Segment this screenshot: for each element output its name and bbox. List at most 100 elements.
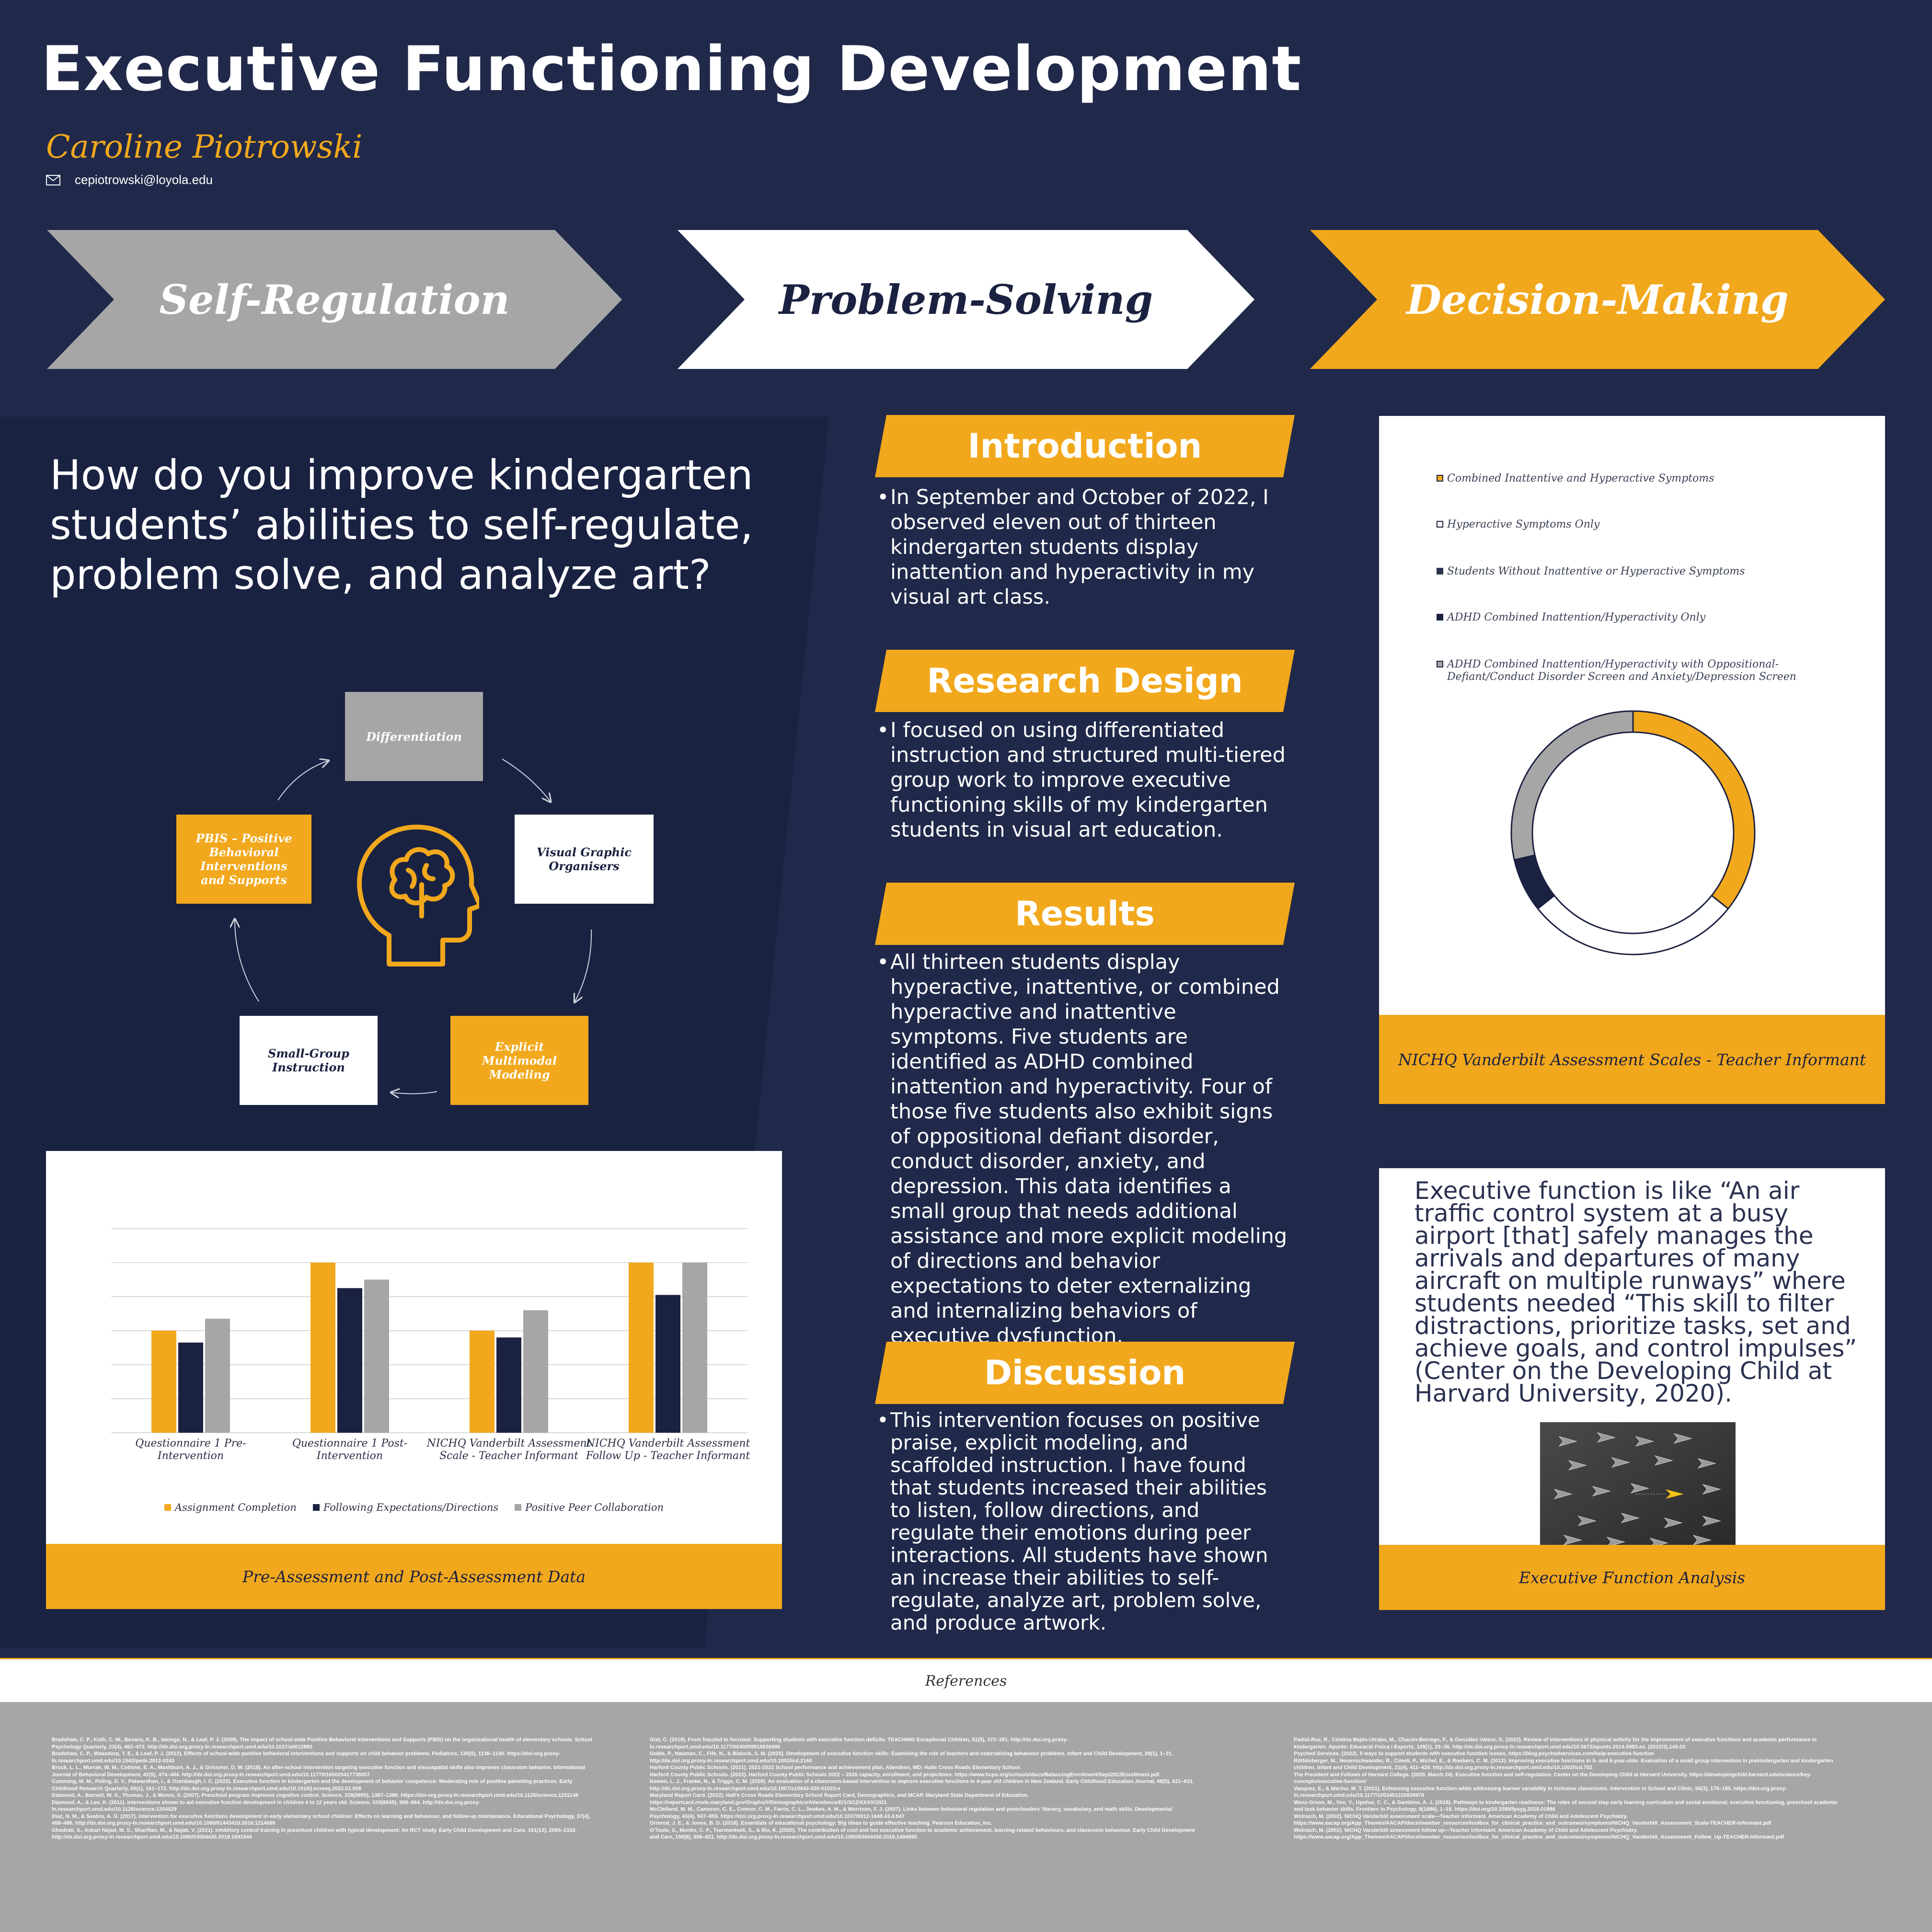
donut-chart [1510,710,1756,955]
paper-plane [1654,1455,1673,1466]
paper-plane [1702,1484,1721,1495]
paper-plane [1649,1538,1668,1545]
research-design-heading: Research Design [875,650,1295,712]
cycle-box-visual-organisers: Visual Graphic Organisers [515,815,654,904]
legend-swatch [515,1504,522,1511]
legend-entry: Assignment Completion [164,1502,297,1513]
legend-swatch [1437,661,1443,667]
paper-planes-image [1540,1422,1736,1545]
paper-plane [1673,1433,1692,1444]
brain-head-icon [357,825,479,966]
bar-category-label: NICHQ Vanderbilt Assessment Scale - Teac… [426,1438,591,1462]
chevron-shape [47,230,622,369]
bar-chart-card: Questionnaire 1 Pre-Intervention Question… [46,1151,782,1609]
bar-category-label: NICHQ Vanderbilt Assessment Follow Up - … [586,1438,750,1462]
discussion-text: •This intervention focuses on positive p… [877,1408,1268,1634]
paper-plane [1577,1516,1597,1526]
research-question: How do you improve kindergarten students… [50,451,753,599]
reference-entry: The President and Fellows of Harvard Col… [1294,1771,1812,1785]
reference-entry: Padial-Ruz, R., Cristina Bejón-Utrabo, M… [1294,1737,1817,1750]
pie-legend-entry: Students Without Inattentive or Hyperact… [1437,565,1829,578]
reference-entry: Goble, P., Nauman, C., Fife, N., & Blalo… [650,1751,1173,1764]
references-heading: References [0,1658,1932,1702]
references-column-3: Padial-Ruz, R., Cristina Bejón-Utrabo, M… [1294,1736,1840,1841]
legend-swatch [1437,521,1443,528]
results-text: •All thirteen students display hyperacti… [877,950,1288,1348]
donut-separator [1514,854,1535,861]
poster-title: Executive Functioning Development [41,34,1302,105]
reference-entry: Diamond, A., Barnett, W. S., Thomas, J.,… [52,1793,578,1798]
bar-chart [111,1228,748,1433]
results-heading: Results [875,883,1295,945]
legend-swatch [164,1504,171,1511]
paper-plane [1635,1436,1654,1447]
bar [629,1263,654,1433]
paper-plane [1702,1516,1721,1526]
introduction-text: •In September and October of 2022, I obs… [877,485,1269,609]
legend-entry: Positive Peer Collaboration [515,1502,664,1513]
paper-plane [1592,1486,1611,1496]
email-text: cepiotrowski@loyola.edu [75,172,213,187]
reference-entry: Diamond, A., & Lee, K. (2011). Intervent… [52,1799,481,1813]
pie-chart-caption: NICHQ Vanderbilt Assessment Scales - Tea… [1379,1015,1885,1104]
bar [151,1331,176,1433]
paper-plane [1630,1483,1649,1494]
donut-slice [1511,711,1755,954]
reference-entry: Harford County Public Schools. (2022). H… [650,1771,1161,1778]
reference-entry: Bradshaw, C. P., Koth, C. W., Bevans, K.… [52,1737,593,1750]
paper-plane [1606,1537,1625,1545]
bar [337,1288,362,1433]
cycle-box-small-group: Small-Group Instruction [240,1016,378,1105]
chevron-label: Decision-Making [1406,276,1789,323]
bar [682,1263,707,1433]
paper-plane [1692,1535,1712,1545]
bar-category-label: Questionnaire 1 Post-Intervention [292,1438,408,1462]
chevron-label: Problem-Solving [779,276,1153,323]
legend-swatch [312,1504,320,1511]
chevron-label: Self-Regulation [159,276,510,323]
reference-entry: Wolraich, M. (2002). NICHQ Vanderbilt as… [1294,1827,1784,1840]
reference-entry: Röthlisberger, M., Neuenschwander, R., C… [1294,1758,1833,1771]
paper-plane [1664,1518,1683,1528]
reference-entry: McClelland, M. M., Cameron, C. E., Conno… [650,1806,1173,1819]
introduction-heading: Introduction [875,415,1295,477]
email-contact[interactable]: cepiotrowski@loyola.edu [46,172,213,187]
reference-entry: O'Toole, S., Monks, C. P., Tsermentseli,… [650,1827,1195,1840]
references-column-2: Gist, C. (2019). From frazzled to focuse… [650,1736,1196,1841]
executive-function-quote: Executive function is like “An air traff… [1414,1177,1857,1407]
cycle-box-differentiation: Differentiation [345,692,483,781]
bar [523,1310,548,1433]
cycle-box-pbis: PBIS – Positive Behavioral Interventions… [176,815,311,904]
reference-entry: Brock, L. L., Murrah, W. M., Cottone, E.… [52,1765,586,1778]
bar-category-label: Questionnaire 1 Pre-Intervention [135,1438,246,1462]
reference-entry: Cumming, M. M., Poling, D. V., Patwardha… [52,1779,573,1792]
reference-entry: Harford County Public Schools. (2021). 2… [650,1765,1022,1771]
paper-plane [1611,1457,1630,1468]
chevron-self-regulation: Self-Regulation [47,230,622,369]
chevron-shape [678,230,1254,369]
paper-plane [1563,1535,1582,1545]
donut-separator [1711,895,1729,909]
pie-legend-entry: Hyperactive Symptoms Only [1437,518,1829,531]
paper-plane [1621,1513,1640,1523]
chevron-shape [1310,230,1885,369]
chevron-problem-solving: Problem-Solving [678,230,1254,369]
references-column-1: Bradshaw, C. P., Koth, C. W., Bevans, K.… [52,1736,598,1841]
bar-chart-caption: Pre-Assessment and Post-Assessment Data [46,1544,782,1609]
legend-swatch [1437,475,1443,482]
donut-slice [1511,711,1755,954]
discussion-heading: Discussion [875,1342,1295,1404]
donut-inner-ring [1531,731,1735,934]
legend-swatch [1437,614,1443,621]
bar [205,1319,230,1433]
paper-plane [1597,1432,1616,1443]
paper-plane [1558,1436,1577,1447]
bar-chart-legend: Assignment Completion Following Expectat… [46,1502,782,1513]
donut-separator [1537,895,1555,909]
reference-entry: Gist, C. (2019). From frazzled to focuse… [650,1737,1069,1750]
cycle-arrows [0,0,592,1150]
bar [310,1263,335,1433]
cycle-box-explicit-modeling: Explicit Multimodal Modeling [450,1016,588,1105]
paper-plane [1553,1489,1573,1499]
paper-plane [1697,1458,1716,1469]
